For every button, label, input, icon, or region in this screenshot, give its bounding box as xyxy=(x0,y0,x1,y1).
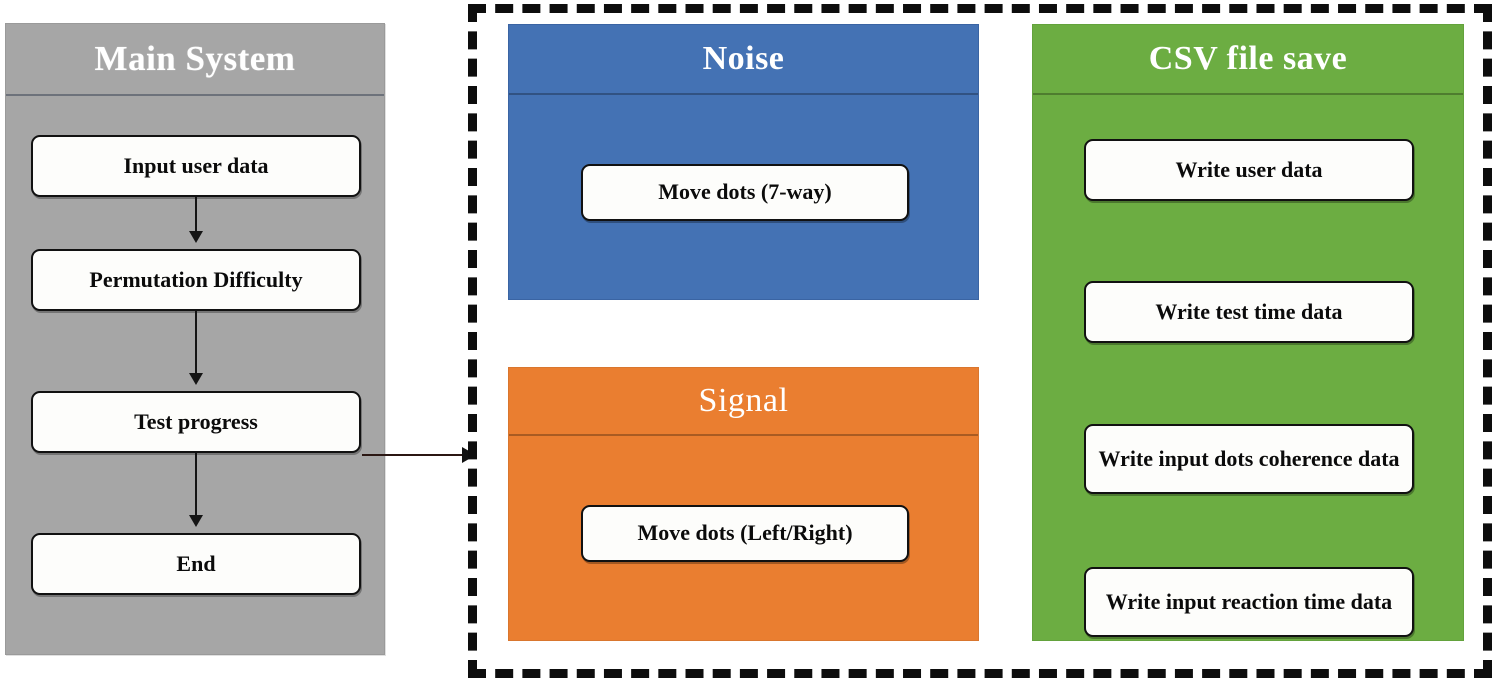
csv-box-write-user-data[interactable]: Write user data xyxy=(1084,139,1414,201)
signal-box-move-dots-left-right[interactable]: Move dots (Left/Right) xyxy=(581,505,909,562)
arrow-head-test-to-end xyxy=(189,515,203,527)
signal-divider xyxy=(509,434,978,436)
flow-step-end[interactable]: End xyxy=(31,533,361,595)
csv-box-write-input-dots-coherence-data[interactable]: Write input dots coherence data xyxy=(1084,424,1414,494)
arrow-head-permutation-to-test xyxy=(189,373,203,385)
noise-panel: Noise Move dots (7-way) xyxy=(508,24,979,300)
arrow-test-to-end xyxy=(195,453,197,521)
csv-divider xyxy=(1033,93,1463,95)
main-system-panel: Main System Input user data Permutation … xyxy=(5,23,385,655)
signal-title: Signal xyxy=(698,382,789,419)
flow-step-permutation-difficulty[interactable]: Permutation Difficulty xyxy=(31,249,361,311)
main-system-title: Main System xyxy=(94,39,296,78)
csv-file-save-title: CSV file save xyxy=(1148,40,1348,77)
arrow-head-input-to-permutation xyxy=(189,231,203,243)
arrow-input-to-permutation xyxy=(195,197,197,237)
csv-box-write-test-time-data[interactable]: Write test time data xyxy=(1084,281,1414,343)
noise-box-move-dots-7-way[interactable]: Move dots (7-way) xyxy=(581,164,909,221)
subsystem-group-dashed-border xyxy=(468,4,1492,678)
connector-test-progress-to-subsystems xyxy=(362,454,474,456)
flow-step-input-user-data[interactable]: Input user data xyxy=(31,135,361,197)
flow-step-test-progress[interactable]: Test progress xyxy=(31,391,361,453)
arrow-permutation-to-test xyxy=(195,311,197,379)
noise-title: Noise xyxy=(702,40,785,77)
main-system-divider xyxy=(6,94,384,96)
noise-divider xyxy=(509,93,978,95)
csv-file-save-panel: CSV file save Write user data Write test… xyxy=(1032,24,1464,641)
signal-panel: Signal Move dots (Left/Right) xyxy=(508,367,979,641)
csv-box-write-input-reaction-time-data[interactable]: Write input reaction time data xyxy=(1084,567,1414,637)
